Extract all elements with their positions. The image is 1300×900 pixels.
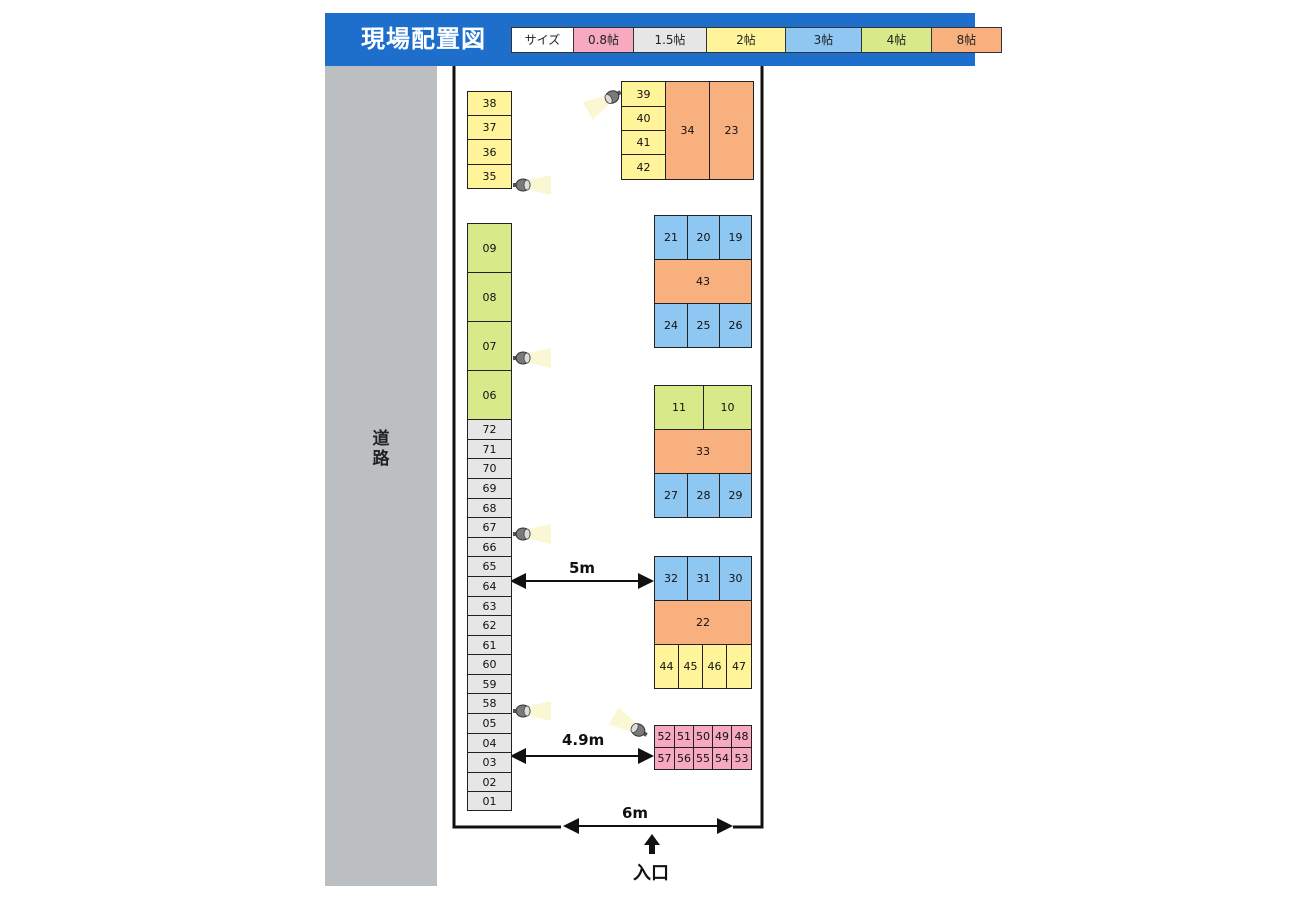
storage-unit[interactable]: 30 <box>719 556 752 601</box>
storage-unit[interactable]: 63 <box>467 596 512 617</box>
storage-unit[interactable]: 43 <box>654 259 752 304</box>
storage-unit[interactable]: 44 <box>654 644 679 689</box>
storage-unit[interactable]: 72 <box>467 419 512 440</box>
storage-unit[interactable]: 33 <box>654 429 752 474</box>
storage-unit[interactable]: 54 <box>712 747 732 770</box>
header-bar: 現場配置図 サイズ 0.8帖 1.5帖 2帖 3帖 4帖 8帖 <box>325 13 1002 66</box>
storage-unit[interactable]: 05 <box>467 713 512 734</box>
storage-unit[interactable]: 59 <box>467 674 512 695</box>
storage-unit[interactable]: 32 <box>654 556 688 601</box>
storage-unit[interactable]: 55 <box>693 747 713 770</box>
storage-unit[interactable]: 27 <box>654 473 688 518</box>
storage-unit[interactable]: 50 <box>693 725 713 748</box>
storage-unit[interactable]: 06 <box>467 370 512 420</box>
storage-unit[interactable]: 65 <box>467 556 512 577</box>
storage-unit[interactable]: 38 <box>467 91 512 116</box>
storage-unit[interactable]: 25 <box>687 303 720 348</box>
storage-unit[interactable]: 23 <box>709 81 754 180</box>
storage-unit[interactable]: 61 <box>467 635 512 656</box>
storage-unit[interactable]: 09 <box>467 223 512 273</box>
storage-unit[interactable]: 28 <box>687 473 720 518</box>
storage-unit[interactable]: 35 <box>467 164 512 189</box>
storage-unit[interactable]: 03 <box>467 752 512 773</box>
entrance-label: 入口 <box>633 863 669 884</box>
storage-unit[interactable]: 48 <box>731 725 752 748</box>
storage-unit[interactable]: 57 <box>654 747 675 770</box>
storage-unit[interactable]: 26 <box>719 303 752 348</box>
storage-unit[interactable]: 46 <box>702 644 727 689</box>
storage-unit[interactable]: 39 <box>621 81 666 107</box>
road-label-text: 道路 <box>372 429 390 469</box>
storage-unit[interactable]: 10 <box>703 385 752 430</box>
storage-unit[interactable]: 11 <box>654 385 704 430</box>
storage-unit[interactable]: 53 <box>731 747 752 770</box>
storage-unit[interactable]: 69 <box>467 478 512 499</box>
storage-unit[interactable]: 41 <box>621 130 666 155</box>
storage-unit[interactable]: 42 <box>621 154 666 180</box>
storage-unit[interactable]: 22 <box>654 600 752 645</box>
page-title: 現場配置図 <box>361 25 486 53</box>
storage-unit[interactable]: 40 <box>621 106 666 131</box>
aisle-upper-label: 5m <box>569 559 596 577</box>
storage-unit[interactable]: 19 <box>719 215 752 260</box>
storage-unit[interactable]: 37 <box>467 115 512 140</box>
storage-unit[interactable]: 20 <box>687 215 720 260</box>
storage-unit[interactable]: 71 <box>467 439 512 460</box>
storage-unit[interactable]: 21 <box>654 215 688 260</box>
legend-item-4: 4帖 <box>861 28 931 52</box>
legend-item-2: 2帖 <box>706 28 785 52</box>
storage-unit[interactable]: 31 <box>687 556 720 601</box>
storage-unit[interactable]: 49 <box>712 725 732 748</box>
storage-unit[interactable]: 60 <box>467 654 512 675</box>
entrance-arrow-icon <box>644 834 660 854</box>
storage-unit[interactable]: 68 <box>467 498 512 519</box>
size-legend: サイズ 0.8帖 1.5帖 2帖 3帖 4帖 8帖 <box>511 27 1002 53</box>
storage-unit[interactable]: 01 <box>467 791 512 811</box>
legend-item-0.8: 0.8帖 <box>573 28 633 52</box>
road-label: 道路 <box>325 429 437 469</box>
storage-unit[interactable]: 45 <box>678 644 703 689</box>
storage-unit[interactable]: 36 <box>467 139 512 165</box>
storage-unit[interactable]: 34 <box>665 81 710 180</box>
storage-unit[interactable]: 64 <box>467 576 512 597</box>
storage-unit[interactable]: 56 <box>674 747 694 770</box>
storage-unit[interactable]: 47 <box>726 644 752 689</box>
storage-unit[interactable]: 52 <box>654 725 675 748</box>
storage-unit[interactable]: 62 <box>467 615 512 636</box>
site-boundary <box>452 66 764 829</box>
storage-unit[interactable]: 51 <box>674 725 694 748</box>
storage-unit[interactable]: 04 <box>467 733 512 754</box>
entrance-width-label: 6m <box>622 804 649 822</box>
storage-unit[interactable]: 08 <box>467 272 512 322</box>
storage-unit[interactable]: 58 <box>467 693 512 714</box>
storage-unit[interactable]: 67 <box>467 517 512 538</box>
legend-item-3: 3帖 <box>785 28 861 52</box>
aisle-lower-label: 4.9m <box>562 731 605 749</box>
legend-item-8: 8帖 <box>931 28 1001 52</box>
storage-unit[interactable]: 66 <box>467 537 512 558</box>
storage-unit[interactable]: 29 <box>719 473 752 518</box>
storage-unit[interactable]: 70 <box>467 458 512 479</box>
road-strip: 道路 <box>325 66 437 886</box>
legend-item-1.5: 1.5帖 <box>633 28 706 52</box>
storage-unit[interactable]: 07 <box>467 321 512 371</box>
storage-unit[interactable]: 02 <box>467 772 512 793</box>
storage-unit[interactable]: 24 <box>654 303 688 348</box>
legend-size-heading: サイズ <box>512 28 573 52</box>
